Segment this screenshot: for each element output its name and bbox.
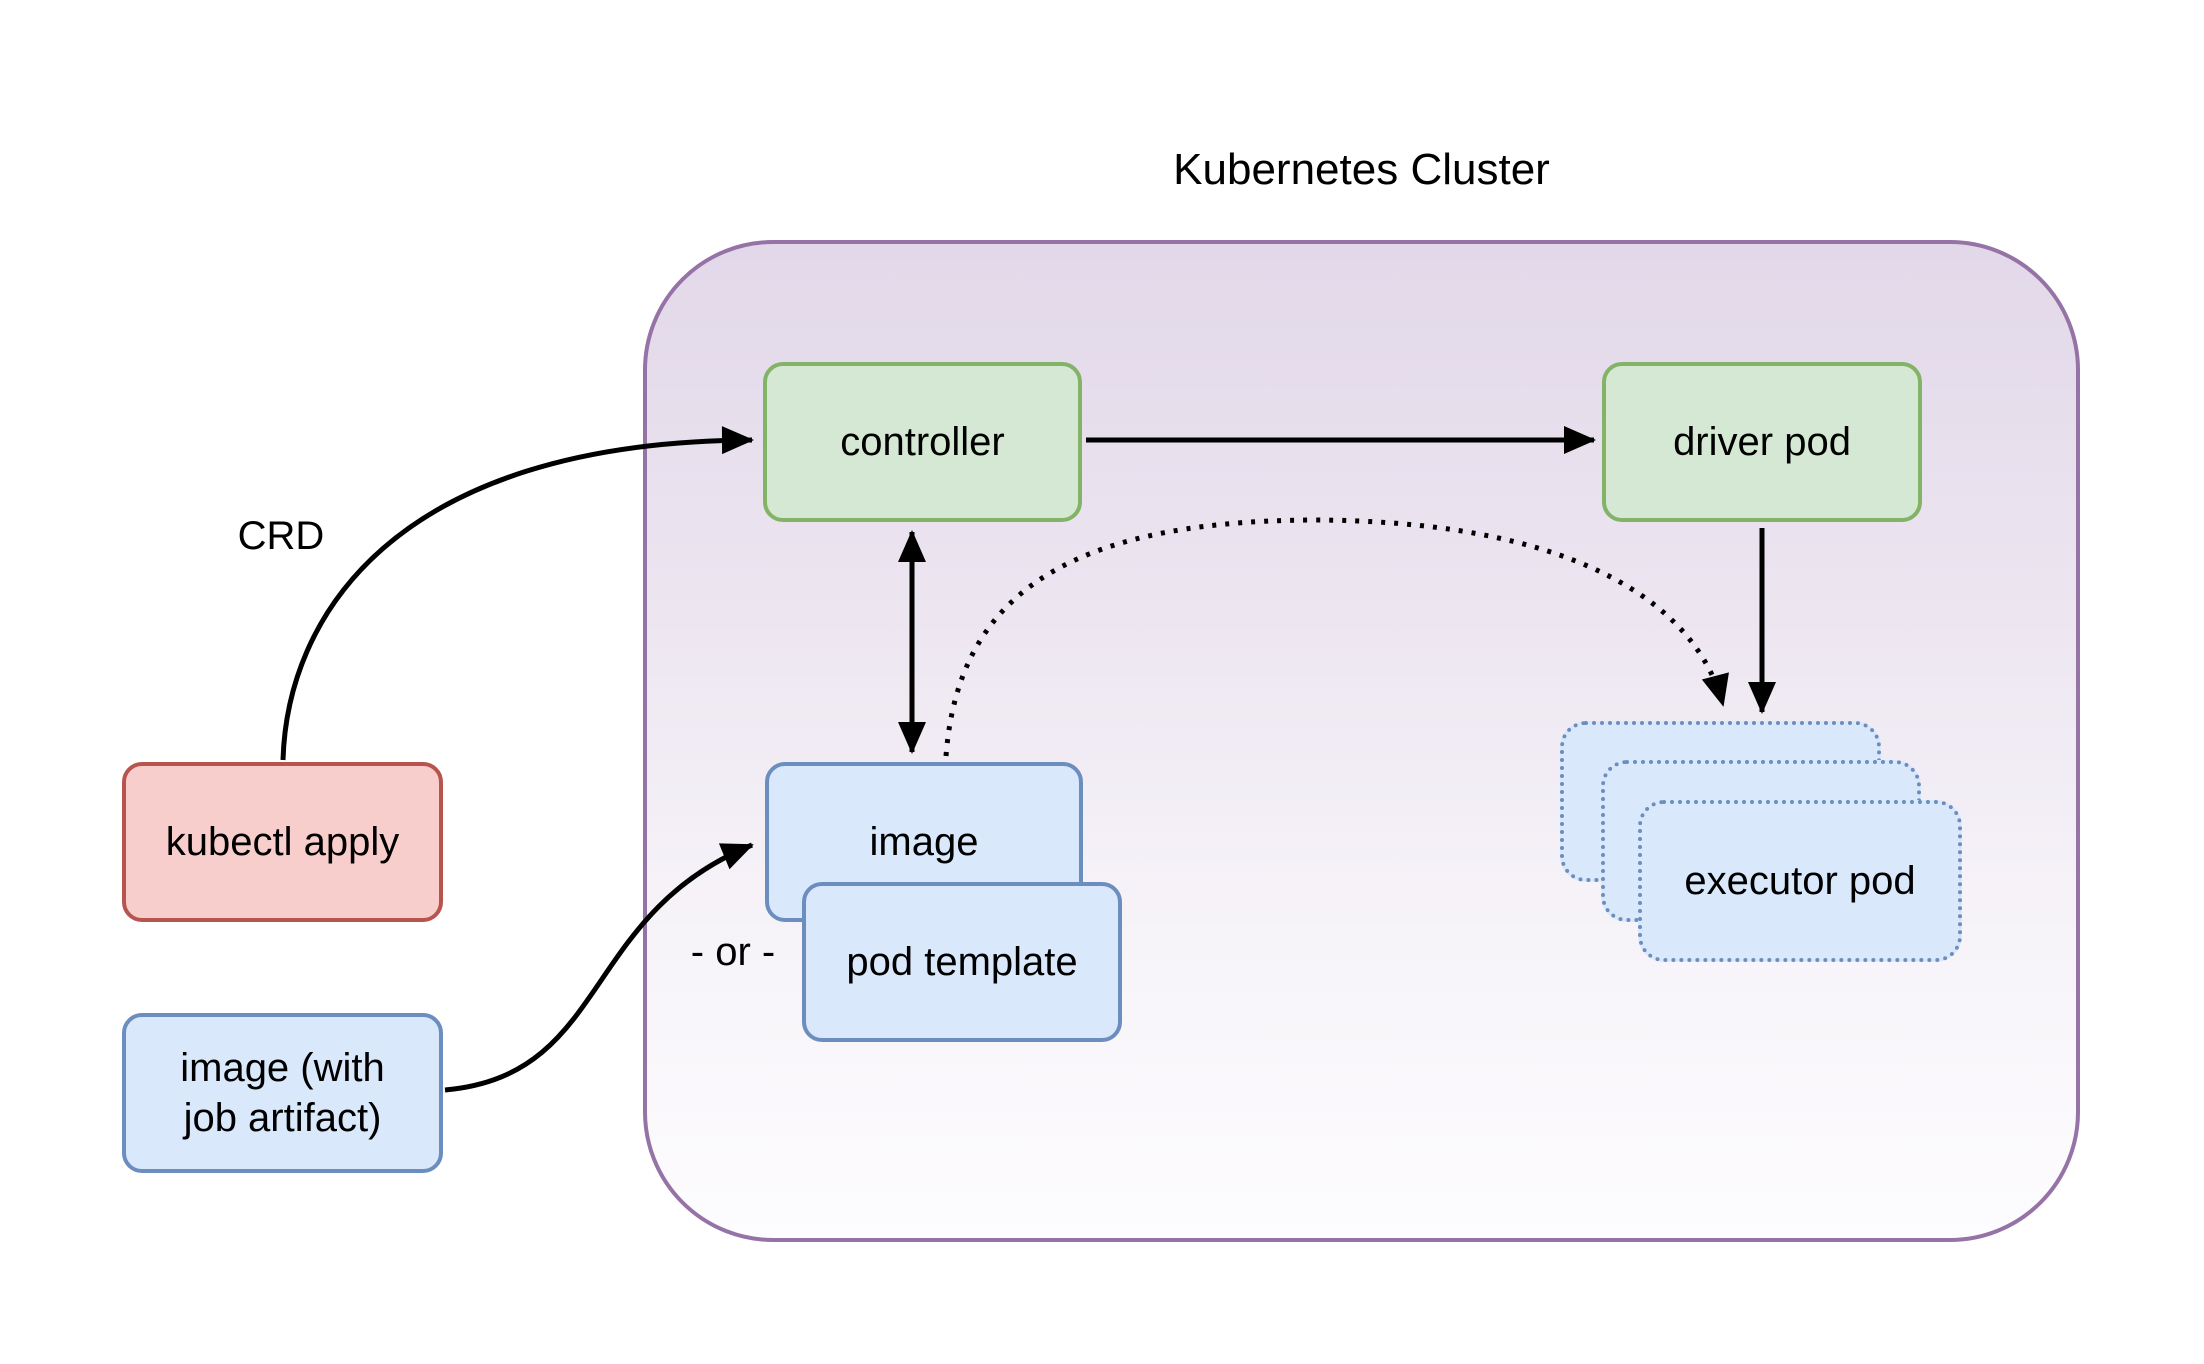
- driver-pod-node: driver pod: [1602, 362, 1922, 522]
- kubectl-apply-label: kubectl apply: [165, 820, 400, 864]
- artifact-label-line1: image (with: [180, 1046, 385, 1090]
- image-label: image: [869, 820, 979, 864]
- pod-template-node: pod template: [802, 882, 1122, 1042]
- controller-label: controller: [840, 420, 1005, 464]
- pod-template-label: pod template: [846, 940, 1078, 984]
- controller-node: controller: [763, 362, 1082, 522]
- driver-pod-label: driver pod: [1673, 420, 1851, 464]
- executor-pod-node-front: executor pod: [1638, 800, 1962, 962]
- kubectl-apply-node: kubectl apply: [122, 762, 443, 922]
- cluster-title: Kubernetes Cluster: [1173, 145, 1550, 194]
- image-with-job-artifact-label: image (with job artifact): [180, 1043, 385, 1143]
- crd-edge-label: CRD: [237, 514, 325, 558]
- artifact-label-line2: job artifact): [183, 1096, 382, 1140]
- image-with-job-artifact-node: image (with job artifact): [122, 1013, 443, 1173]
- executor-pod-label: executor pod: [1684, 859, 1916, 903]
- or-label: - or -: [690, 930, 776, 974]
